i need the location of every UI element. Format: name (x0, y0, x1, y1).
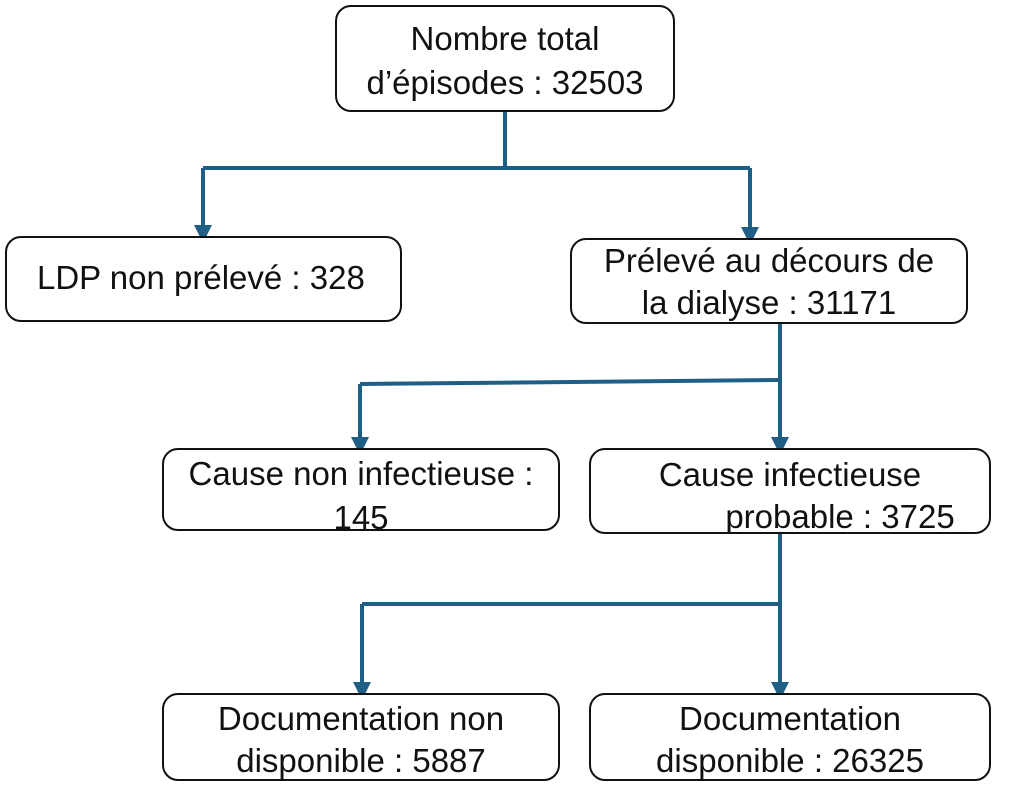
node-documentation-unavailable: Documentation non disponible : 5887 (162, 693, 560, 781)
node-doc-unavailable-line-1: Documentation non (217, 700, 505, 737)
node-not-sampled-line-1: LDP non prélevé : 328 (37, 259, 365, 296)
node-total-line-1: Nombre total (410, 20, 600, 57)
node-doc-unavailable-line-2: disponible : 5887 (236, 742, 486, 779)
node-doc-available-line-2: disponible : 26325 (656, 742, 924, 779)
node-infectious-line-1: Cause infectieuse (658, 456, 922, 493)
node-total-line-2: d’épisodes : 32503 (366, 64, 644, 101)
node-sampled-during-dialysis: Prélevé au décours de la dialyse : 31171 (570, 238, 968, 324)
node-infectious-line-2: probable : 3725 (725, 498, 955, 534)
node-sampled-line-1: Prélevé au décours de (603, 242, 935, 279)
node-non-infectious-line-1: Cause non infectieuse : (188, 455, 534, 492)
node-non-infectious-line-2: 145 (333, 499, 389, 531)
node-total-episodes: Nombre total d’épisodes : 32503 (335, 5, 675, 112)
node-probable-infectious-cause: Cause infectieuse probable : 3725 (589, 448, 991, 534)
node-doc-available-line-1: Documentation (679, 700, 901, 737)
connector-split-2 (359, 378, 781, 386)
node-ldp-not-sampled: LDP non prélevé : 328 (5, 236, 402, 322)
node-documentation-available: Documentation disponible : 26325 (589, 693, 991, 781)
node-sampled-line-2: la dialyse : 31171 (641, 284, 897, 321)
connector-group (194, 112, 789, 700)
node-non-infectious-cause: Cause non infectieuse : 145 (162, 448, 560, 531)
